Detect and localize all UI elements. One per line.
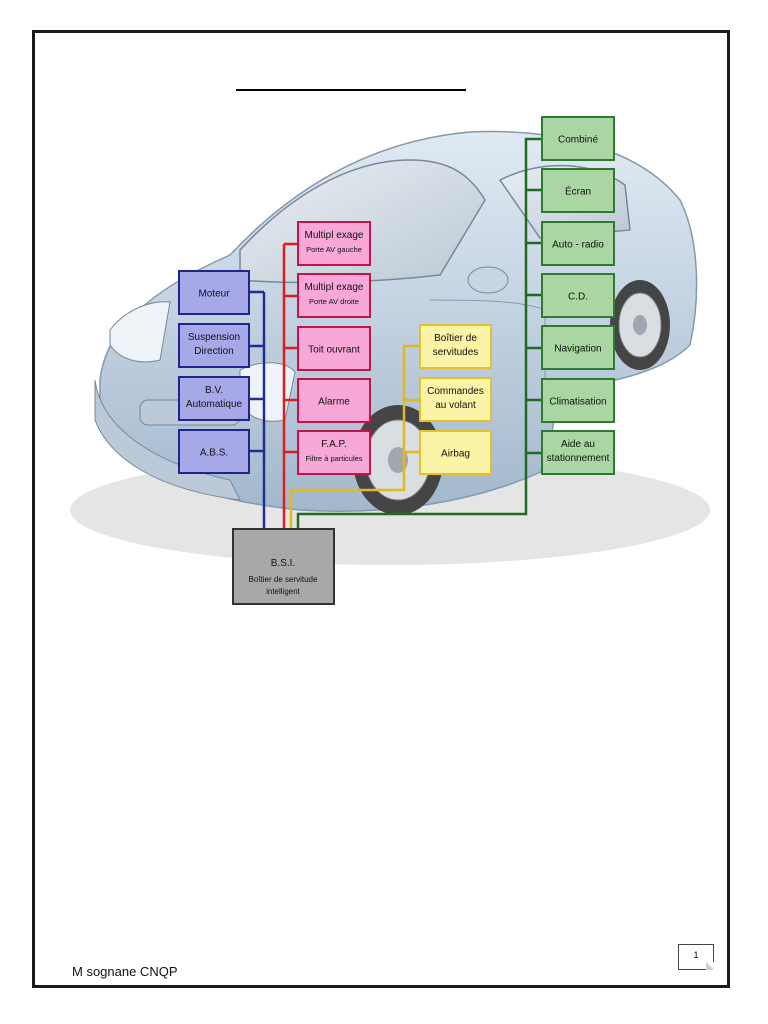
module-box-auto-radio: Auto - radio bbox=[541, 221, 615, 266]
module-label-multiplexage-droite-1: Porte AV droite bbox=[309, 297, 359, 306]
module-label-ecran-0: Écran bbox=[565, 185, 591, 198]
module-box-cd: C.D. bbox=[541, 273, 615, 318]
module-label-alarme-0: Alarme bbox=[318, 397, 350, 408]
module-rect-ecran bbox=[541, 168, 615, 213]
module-box-airbag: Airbag bbox=[419, 430, 492, 475]
module-label-multiplexage-gauche-0: Multipl exage bbox=[305, 230, 364, 241]
module-rect-multiplexage-droite bbox=[297, 273, 371, 318]
footer-author: M sognane CNQP bbox=[72, 964, 178, 979]
module-label-suspension-1: Direction bbox=[194, 346, 233, 357]
module-label-bv-1: Automatique bbox=[186, 399, 243, 410]
car-mirror bbox=[467, 266, 509, 294]
module-box-alarme: Alarme bbox=[297, 378, 371, 423]
page-frame bbox=[32, 30, 730, 988]
module-label-multiplexage-gauche-1: Porte AV gauche bbox=[306, 245, 362, 254]
module-label-climatisation-0: Climatisation bbox=[549, 397, 606, 408]
module-box-commandes-volant: Commandes au volant bbox=[419, 377, 492, 422]
module-label-airbag-0: Airbag bbox=[441, 449, 470, 460]
green-bus-line bbox=[296, 137, 542, 545]
module-box-navigation: Navigation bbox=[541, 325, 615, 370]
module-box-aide-stationnement: Aide au stationnement bbox=[541, 430, 615, 475]
module-label-moteur-0: Moteur bbox=[198, 289, 230, 300]
module-rect-abs bbox=[178, 429, 250, 474]
module-rect-commandes-volant bbox=[419, 377, 492, 422]
module-label-fap-0: F.A.P. bbox=[321, 439, 346, 450]
bsi-box: B.S.I. Boîtier de servitude intelligent bbox=[232, 528, 335, 605]
connection-lines bbox=[249, 137, 542, 545]
module-label-cd-0: C.D. bbox=[568, 292, 588, 303]
module-label-aide-stationnement-1: stationnement bbox=[547, 453, 610, 464]
module-box-bv: B.V. Automatique bbox=[178, 376, 250, 421]
bsi-subtitle-1: Boîtier de servitude bbox=[249, 575, 318, 584]
module-rect-bv bbox=[178, 376, 250, 421]
module-box-combine: Combiné bbox=[541, 116, 615, 161]
page-number: 1 bbox=[678, 944, 714, 970]
module-box-ecran: Écran bbox=[541, 168, 615, 213]
module-rect-alarme bbox=[297, 378, 371, 423]
module-label-commandes-volant-1: au volant bbox=[435, 400, 476, 411]
module-label-combine-0: Combiné bbox=[558, 135, 598, 146]
module-rect-moteur bbox=[178, 270, 250, 315]
yellow-bus-line bbox=[289, 344, 420, 545]
module-label-boitier-servitudes-0: Boîtier de bbox=[434, 333, 477, 344]
module-rect-climatisation bbox=[541, 378, 615, 423]
module-rect-fap bbox=[297, 430, 371, 475]
module-rect-cd bbox=[541, 273, 615, 318]
module-box-climatisation: Climatisation bbox=[541, 378, 615, 423]
module-label-fap-1: Filtre à particules bbox=[305, 454, 362, 463]
module-label-auto-radio-0: Auto - radio bbox=[552, 240, 604, 251]
module-label-abs-0: A.B.S. bbox=[200, 448, 228, 459]
module-rect-toit-ouvrant bbox=[297, 326, 371, 371]
module-box-fap: F.A.P. Filtre à particules bbox=[297, 430, 371, 475]
module-rect-combine bbox=[541, 116, 615, 161]
module-label-multiplexage-droite-0: Multipl exage bbox=[305, 282, 364, 293]
module-label-suspension-0: Suspension bbox=[188, 332, 240, 343]
module-rect-auto-radio bbox=[541, 221, 615, 266]
module-rect-suspension bbox=[178, 323, 250, 368]
front-bumper bbox=[94, 379, 241, 501]
module-box-moteur: Moteur bbox=[178, 270, 250, 315]
module-label-toit-ouvrant-0: Toit ouvrant bbox=[308, 345, 360, 356]
bsi-title: B.S.I. bbox=[271, 558, 295, 569]
module-box-abs: A.B.S. bbox=[178, 429, 250, 474]
title-underline bbox=[236, 89, 466, 91]
module-label-aide-stationnement-0: Aide au bbox=[561, 439, 595, 450]
module-label-commandes-volant-0: Commandes bbox=[427, 386, 484, 397]
bsi-subtitle-2: intelligent bbox=[266, 587, 301, 596]
module-rect-boitier-servitudes bbox=[419, 324, 492, 369]
module-rect-aide-stationnement bbox=[541, 430, 615, 475]
module-box-boitier-servitudes: Boîtier de servitudes bbox=[419, 324, 492, 369]
module-label-bv-0: B.V. bbox=[205, 385, 223, 396]
module-label-boitier-servitudes-1: servitudes bbox=[433, 347, 479, 358]
module-rect-multiplexage-gauche bbox=[297, 221, 371, 266]
module-rect-airbag bbox=[419, 430, 492, 475]
module-box-toit-ouvrant: Toit ouvrant bbox=[297, 326, 371, 371]
module-rect-navigation bbox=[541, 325, 615, 370]
rear-wheel bbox=[610, 280, 670, 370]
module-label-navigation-0: Navigation bbox=[554, 344, 601, 355]
car-headlight-left bbox=[109, 301, 171, 363]
